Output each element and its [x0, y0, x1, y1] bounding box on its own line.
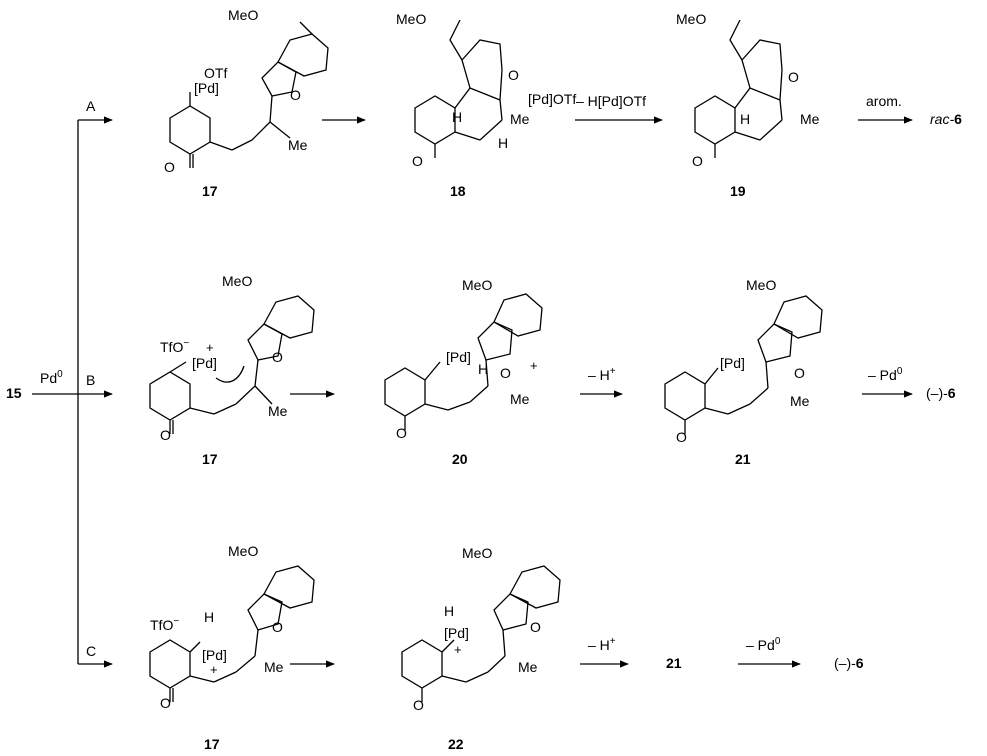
reagent-b3: – Pd0: [868, 366, 903, 383]
meo-label-17b: MeO: [222, 273, 252, 289]
o-label-17b-furan: O: [272, 349, 283, 365]
product-b: (–)-6: [926, 385, 956, 401]
me-label-18: Me: [510, 111, 530, 127]
o-label-18-ring: O: [508, 67, 519, 83]
compound-22: 22: [448, 736, 464, 752]
structure-17-a: [Pd] OTf O O Me MeO: [164, 7, 329, 175]
o-label-17a-ketone: O: [164, 159, 175, 175]
me-label-20: Me: [510, 391, 530, 407]
compound-21-c: 21: [666, 655, 682, 671]
product-a: rac-6: [930, 111, 962, 127]
start-compound-15: 15: [6, 385, 22, 401]
o-label-21-ketone: O: [676, 429, 687, 445]
pd-label-17c: [Pd]: [202, 647, 227, 663]
structure-21: [Pd] O O Me MeO: [664, 277, 823, 445]
meo-label-18: MeO: [396, 11, 426, 27]
me-label-17c: Me: [264, 659, 284, 675]
pd-label-20: [Pd]: [446, 349, 471, 365]
h-label-18-b: H: [498, 135, 508, 151]
meo-label-19: MeO: [676, 11, 706, 27]
meo-label-17c: MeO: [228, 543, 258, 559]
plus-label-17b: +: [206, 340, 214, 355]
o-label-17c-furan: O: [272, 619, 283, 635]
pathway-label-a: A: [86, 98, 96, 114]
pd-label-22: [Pd]: [444, 625, 469, 641]
compound-17-b: 17: [202, 451, 218, 467]
compound-17-a: 17: [202, 183, 218, 199]
reagent-c2: – H+: [588, 636, 616, 653]
compound-20: 20: [452, 451, 468, 467]
pd-label-21: [Pd]: [720, 355, 745, 371]
o-label-19-ring: O: [788, 69, 799, 85]
structure-17-b: TfO− + [Pd] O O Me MeO: [149, 273, 315, 443]
reagent-a3: arom.: [866, 93, 902, 109]
me-label-17b: Me: [268, 403, 288, 419]
reagent-c3: – Pd0: [746, 636, 781, 653]
h-label-22: H: [444, 603, 454, 619]
structure-22: H [Pd] + O O Me MeO: [401, 545, 561, 713]
me-label-19: Me: [800, 111, 820, 127]
pd-label-17a: [Pd]: [194, 80, 219, 96]
product-c: (–)-6: [834, 655, 864, 671]
reagent-a2: – H[Pd]OTf: [576, 93, 646, 109]
o-label-20-ketone: O: [396, 425, 407, 441]
h-label-20: H: [478, 361, 488, 377]
otf-label-17a: OTf: [204, 65, 227, 81]
o-label-19-ketone: O: [692, 153, 703, 169]
compound-19: 19: [730, 183, 746, 199]
pathway-label-c: C: [86, 643, 96, 659]
structure-19: MeO O H Me O: [676, 11, 820, 169]
meo-label-21: MeO: [746, 277, 776, 293]
o-label-17a-furan: O: [290, 87, 301, 103]
compound-21: 21: [735, 451, 751, 467]
me-label-17a: Me: [288, 137, 308, 153]
meo-label-22: MeO: [462, 545, 492, 561]
meo-label-17a: MeO: [228, 7, 258, 23]
structure-20: [Pd] H O + O Me MeO: [384, 277, 543, 441]
o-label-21-ring: O: [794, 365, 805, 381]
pathway-label-b: B: [86, 372, 95, 388]
me-label-22: Me: [518, 659, 538, 675]
meo-label-20: MeO: [462, 277, 492, 293]
compound-17-c: 17: [204, 736, 220, 752]
plus-label-17c: +: [210, 662, 218, 677]
o-label-17b-ketone: O: [160, 427, 171, 443]
o-label-22-ring: O: [530, 619, 541, 635]
me-label-21: Me: [790, 393, 810, 409]
o-label-17c-ketone: O: [160, 695, 171, 711]
structure-18: MeO O [Pd]OTf H Me H O: [396, 11, 576, 169]
o-label-22-ketone: O: [413, 697, 424, 713]
h-label-17c: H: [204, 609, 214, 625]
tfo-label-17b: TfO−: [160, 338, 189, 355]
compound-18: 18: [450, 183, 466, 199]
plus-label-20: +: [530, 358, 538, 373]
pdotf-label-18: [Pd]OTf: [528, 91, 576, 107]
o-label-18-ketone: O: [412, 153, 423, 169]
plus-label-22: +: [454, 642, 462, 657]
h-label-18-a: H: [452, 109, 462, 125]
start-reagent: Pd0: [40, 369, 63, 386]
tfo-label-17c: TfO−: [150, 616, 179, 633]
h-label-19: H: [740, 111, 750, 127]
structure-17-c: TfO− H [Pd] + O O Me MeO: [149, 543, 315, 711]
o-label-20-ring: O: [500, 365, 511, 381]
reagent-b2: – H+: [588, 366, 616, 383]
pd-label-17b: [Pd]: [192, 355, 217, 371]
